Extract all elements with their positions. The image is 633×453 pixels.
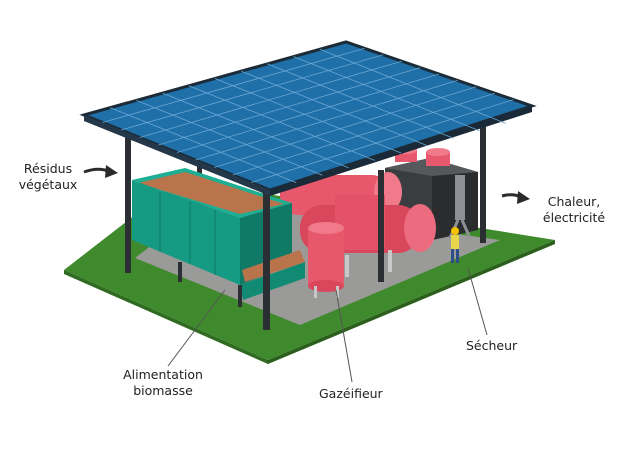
output-label: Chaleur, électricité: [528, 194, 620, 226]
gasifier-label: Gazéifieur: [319, 386, 383, 401]
dryer-label: Sécheur: [466, 338, 518, 353]
solar-panel-roof: [79, 40, 537, 196]
biomass-feed-hopper: [132, 168, 305, 307]
output-arrow-icon: [501, 193, 521, 199]
worker-figure: [451, 227, 459, 263]
grass-edge-right: [268, 240, 555, 364]
gasifier-unit: [280, 146, 436, 298]
input-arrow-head: [105, 165, 118, 178]
input-label-line1: Résidus: [23, 161, 73, 176]
input-label: Résidus végétaux: [10, 161, 86, 193]
post-front-left: [125, 128, 131, 273]
feed-leader-line: [167, 289, 226, 367]
grass-edge: [64, 270, 268, 364]
feed-label-line2: biomasse: [133, 383, 193, 398]
post-back-right: [480, 118, 486, 243]
output-label-line1: Chaleur,: [547, 194, 601, 209]
input-arrow-icon: [83, 167, 109, 174]
post-front-center: [263, 185, 270, 330]
output-arrow-head: [517, 191, 530, 204]
dryer-leader-line: [467, 267, 488, 336]
input-label-line2: végétaux: [18, 177, 78, 192]
feed-label: Alimentation biomasse: [108, 367, 218, 399]
output-label-line2: électricité: [542, 210, 606, 225]
post-front-right: [378, 170, 384, 282]
gasifier-leader-line: [335, 289, 353, 383]
feed-label-line1: Alimentation: [123, 367, 203, 382]
